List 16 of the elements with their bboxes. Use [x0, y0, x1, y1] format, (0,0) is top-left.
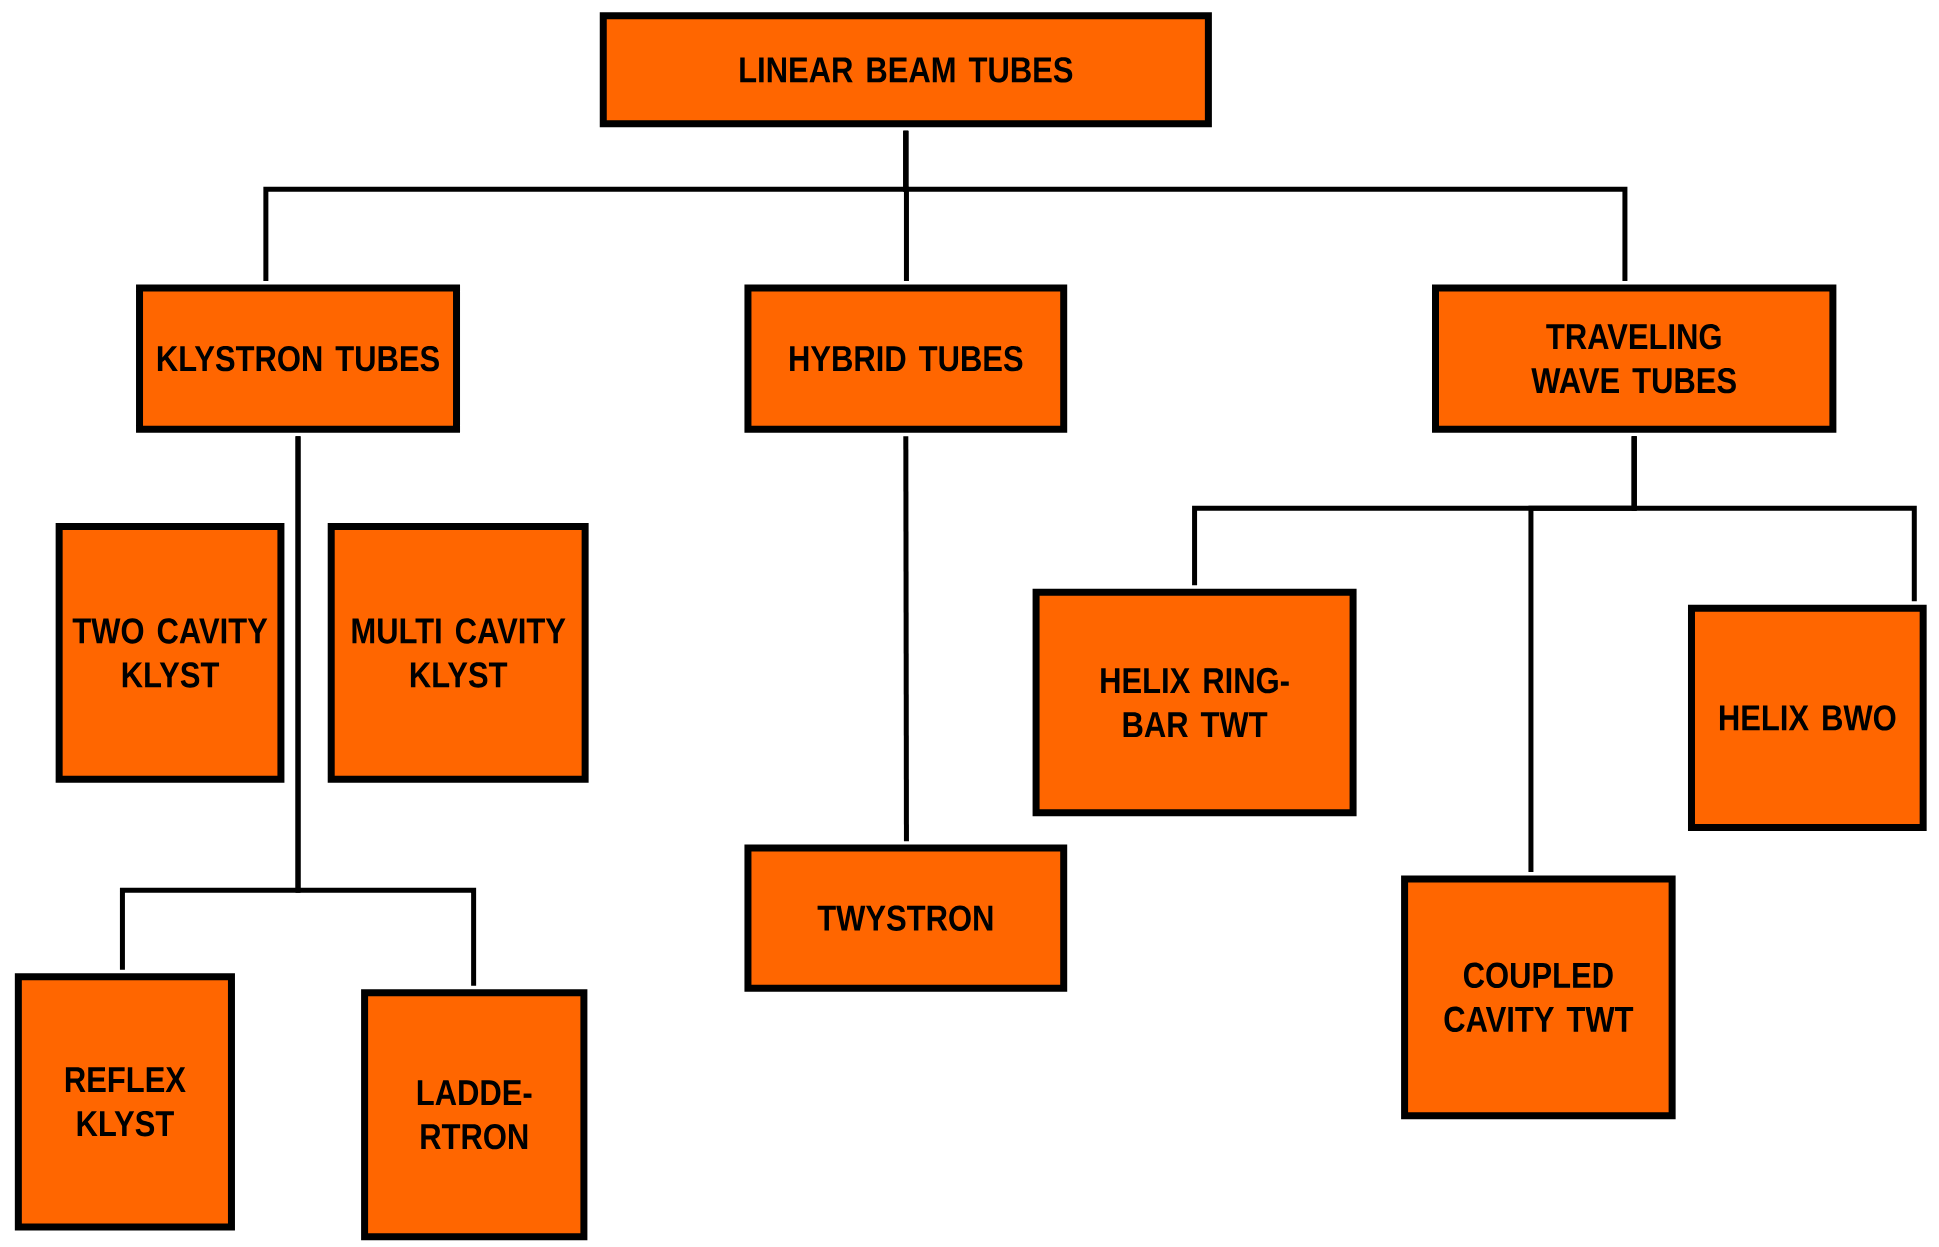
connector-line — [903, 436, 909, 842]
tube-box: TWYSTRON — [744, 844, 1068, 992]
tube-box: HYBRID TUBES — [744, 284, 1068, 434]
connector-line — [295, 436, 477, 987]
tube-box: COUPLED CAVITY TWT — [1401, 875, 1676, 1120]
tube-box: HELIX RING-BAR TWT — [1032, 588, 1357, 817]
tube-box: HELIX BWO — [1688, 604, 1927, 832]
connector-line — [903, 131, 1628, 282]
tube-box: TRAVELING WAVE TUBES — [1432, 284, 1837, 434]
tube-box: LADDE-RTRON — [361, 989, 588, 1241]
tube-box: KLYSTRON TUBES — [136, 284, 460, 434]
tube-box: REFLEX KLYST — [14, 973, 235, 1231]
tube-box: TWO CAVITY KLYST — [55, 523, 285, 784]
connector-line — [1631, 436, 1917, 602]
tube-box: MULTI CAVITY KLYST — [327, 523, 589, 784]
tube-box: LINEAR BEAM TUBES — [599, 12, 1212, 128]
